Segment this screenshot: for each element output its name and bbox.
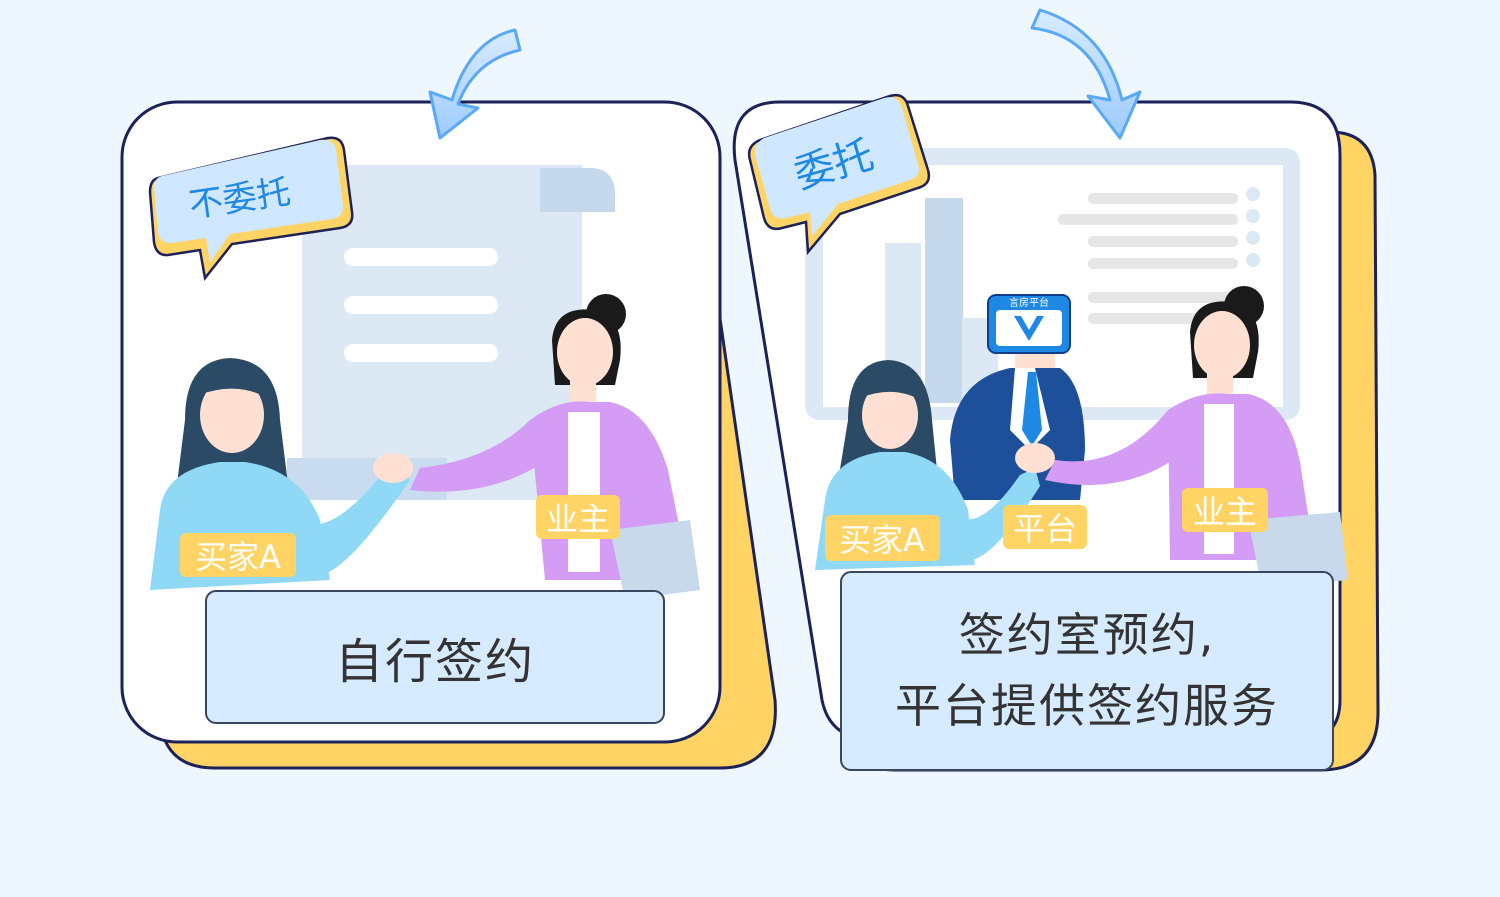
left-caption-text: 自行签约 — [334, 634, 535, 690]
left-arrow-icon — [428, 28, 522, 140]
platform-agent-figure: 言房平台 — [950, 294, 1085, 500]
platform-badge: 言房平台 — [987, 294, 1071, 354]
left-caption: 自行签约 — [206, 591, 664, 723]
right-owner-tag: 业主 — [1182, 488, 1268, 532]
left-owner-tag: 业主 — [536, 495, 620, 539]
right-bubble: 委托 — [747, 93, 931, 256]
right-panel: 言房平台 委托 — [732, 8, 1380, 772]
left-caption-box — [205, 590, 665, 724]
right-owner-tag-label: 业主 — [1193, 493, 1257, 531]
right-caption: 签约室预约, 平台提供签约服务 — [841, 572, 1333, 770]
left-bubble: 不委托 — [148, 136, 354, 281]
left-owner-tag-label: 业主 — [546, 500, 610, 538]
left-buyer-tag: 买家A — [180, 533, 296, 577]
right-platform-tag: 平台 — [1003, 505, 1087, 549]
right-caption-box — [840, 571, 1334, 771]
left-buyer-tag-label: 买家A — [195, 538, 281, 576]
platform-badge-text: 言房平台 — [1009, 296, 1049, 309]
right-arrow-icon — [1030, 8, 1142, 140]
v-logo-icon — [1014, 316, 1044, 341]
right-buyer-tag: 买家A — [825, 515, 940, 561]
left-panel: 不委托 买家A 业主 — [120, 28, 777, 770]
right-caption-line1: 签约室预约, — [958, 607, 1216, 662]
right-platform-tag-label: 平台 — [1013, 510, 1077, 548]
right-caption-line2: 平台提供签约服务 — [895, 679, 1279, 733]
right-buyer-tag-label: 买家A — [839, 521, 925, 559]
